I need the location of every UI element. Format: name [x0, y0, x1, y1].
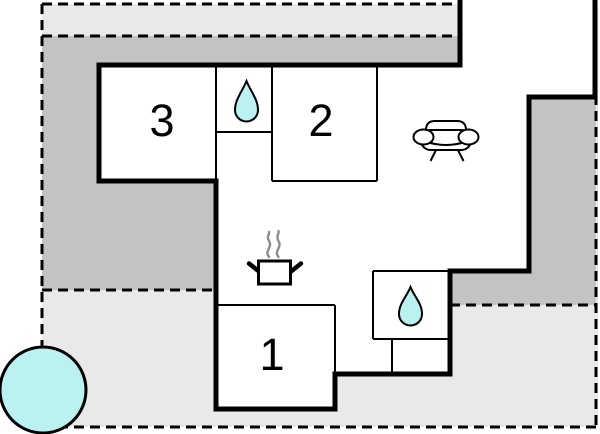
sofa-arm-right	[457, 128, 480, 146]
steam-icon-2	[275, 229, 281, 259]
sofa-leg-right	[457, 149, 465, 162]
sofa-arm-left	[412, 128, 435, 146]
water-drop-icon	[233, 78, 260, 123]
room-2-label: 2	[308, 95, 333, 146]
room-3-label: 3	[149, 95, 174, 146]
pot-body	[257, 259, 292, 286]
room-1-label: 1	[259, 329, 284, 380]
sofa-icon	[412, 120, 480, 162]
water-drop-icon-2	[397, 284, 424, 327]
pot-handle-right	[288, 261, 304, 274]
cooking-pot-icon	[246, 229, 304, 286]
pool-icon	[0, 345, 88, 434]
terrace-right	[450, 97, 596, 305]
sofa-back	[425, 120, 467, 138]
sofa-leg-left	[429, 149, 437, 162]
steam-icon	[266, 230, 272, 259]
terrace-top-left	[42, 36, 458, 290]
